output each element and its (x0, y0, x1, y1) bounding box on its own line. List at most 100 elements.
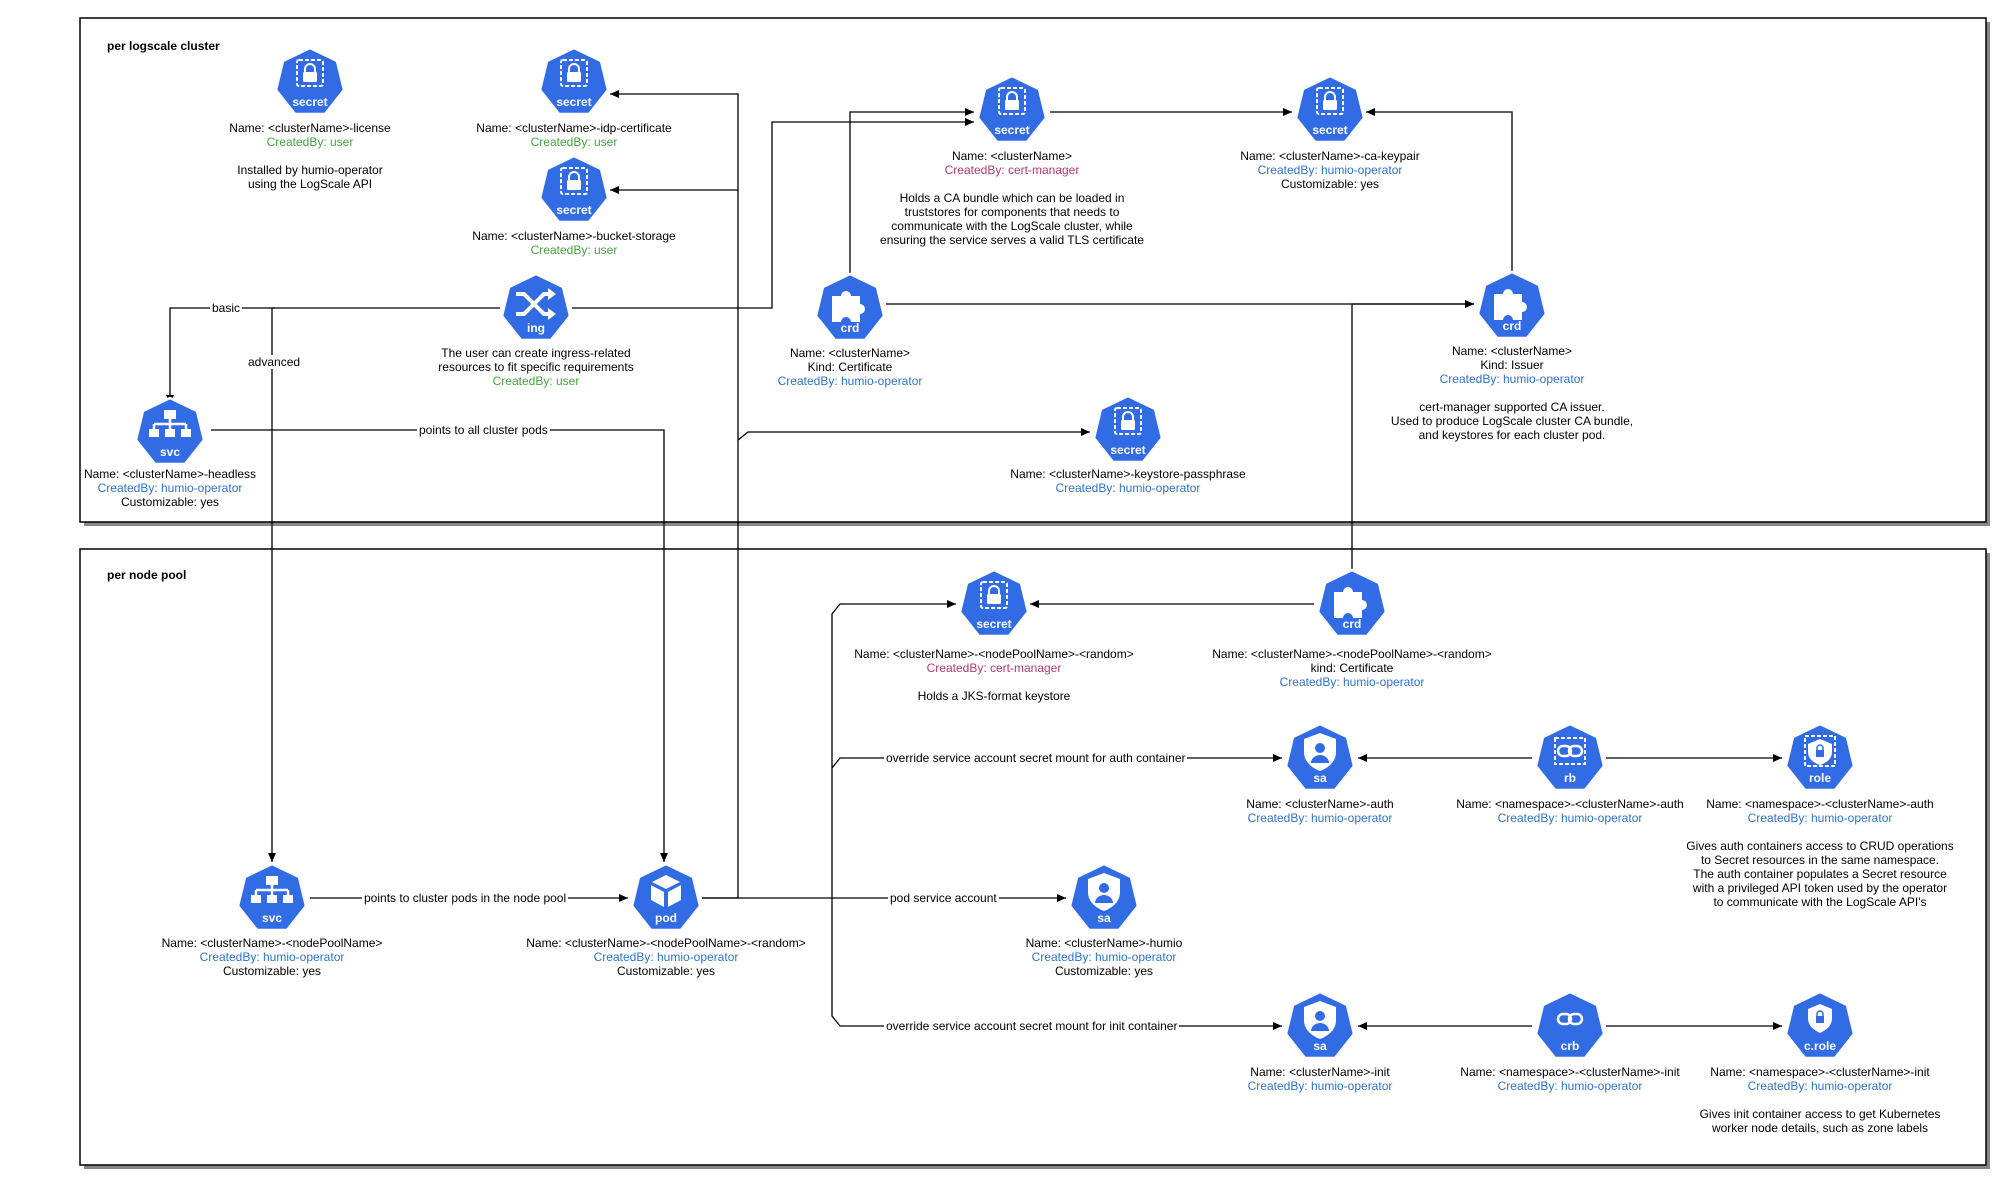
secret-icon (274, 46, 346, 116)
cluster-secret-caption: Name: <clusterName> CreatedBy: cert-mana… (862, 149, 1162, 177)
resource-name: Name: <clusterName>-keystore-passphrase (1010, 467, 1246, 481)
sa-humio-node[interactable]: sa (1068, 862, 1140, 934)
edge-ing-headless-svc (166, 307, 500, 404)
service-icon (134, 396, 206, 466)
node-kind-label: secret (1110, 443, 1146, 457)
sa-humio-caption: Name: <clusterName>-humio CreatedBy: hum… (954, 936, 1254, 978)
node-kind-label: svc (159, 445, 181, 459)
node-kind-label: sa (1097, 911, 1111, 925)
resource-name: Name: <clusterName>-bucket-storage (472, 229, 676, 243)
puzzle-icon (814, 272, 886, 342)
resource-name: Name: <clusterName> (951, 149, 1073, 163)
clusterrole-init-node[interactable]: c.role (1784, 990, 1856, 1062)
license-description: Installed by humio-operator using the Lo… (237, 163, 383, 191)
sa-init-node[interactable]: sa (1284, 990, 1356, 1062)
nodepool-panel (79, 548, 1987, 1166)
customizable: Customizable: yes (1280, 177, 1380, 191)
created-by: CreatedBy: humio-operator (1257, 163, 1403, 177)
role-icon (1784, 990, 1856, 1060)
pod-caption: Name: <clusterName>-<nodePoolName>-<rand… (516, 936, 816, 978)
secret-icon (538, 154, 610, 224)
created-by: CreatedBy: humio-operator (1747, 811, 1893, 825)
rolebinding-auth-node[interactable]: rb (1534, 722, 1606, 794)
resource-name: Name: <clusterName>-humio (1025, 936, 1183, 950)
node-kind-label: rb (1564, 771, 1576, 785)
resource-kind: kind: Certificate (1310, 661, 1394, 675)
resource-name: Name: <clusterName>-<nodePoolName>-<rand… (854, 647, 1134, 661)
created-by: CreatedBy: humio-operator (1031, 950, 1177, 964)
clusterrolebinding-init-node[interactable]: crb (1534, 990, 1606, 1062)
rb-auth-caption: Name: <namespace>-<clusterName>-auth Cre… (1420, 797, 1720, 825)
secret-icon (1092, 394, 1164, 464)
ingress-description: The user can create ingress-related reso… (376, 346, 696, 388)
sa-init-caption: Name: <clusterName>-init CreatedBy: humi… (1170, 1065, 1470, 1093)
edge-label-pod-sa: pod service account (888, 891, 999, 905)
resource-name: Name: <clusterName>-license (229, 121, 391, 135)
edge-ing-nodepool-svc (268, 307, 276, 862)
svc-headless-node[interactable]: svc (134, 396, 206, 468)
edge-certificate-cluster-secret (849, 108, 974, 276)
edge-pod-keystore-passphrase (737, 428, 1090, 441)
created-by: CreatedBy: humio-operator (1055, 481, 1201, 495)
secret-keystore-passphrase-node[interactable]: secret (1092, 394, 1164, 466)
secret-cluster-node[interactable]: secret (976, 74, 1048, 146)
edge-label-override-init: override service account secret mount fo… (884, 1019, 1180, 1033)
cluster-panel-title: per logscale cluster (107, 39, 220, 53)
resource-name: Name: <clusterName>-ca-keypair (1240, 149, 1420, 163)
node-kind-label: secret (976, 617, 1012, 631)
ingress-node[interactable]: ing (500, 272, 572, 344)
service-account-icon (1284, 990, 1356, 1060)
created-by: CreatedBy: humio-operator (777, 374, 923, 388)
customizable: Customizable: yes (120, 495, 220, 509)
resource-name: Name: <clusterName> (789, 346, 911, 360)
certificate-crd-caption: Name: <clusterName> Kind: Certificate Cr… (700, 346, 1000, 388)
role-auth-node[interactable]: role (1784, 722, 1856, 794)
nodepool-secret-caption: Name: <clusterName>-<nodePoolName>-<rand… (844, 647, 1144, 675)
customizable: Customizable: yes (1054, 964, 1154, 978)
sa-auth-node[interactable]: sa (1284, 722, 1356, 794)
crole-init-caption: Name: <namespace>-<clusterName>-init Cre… (1670, 1065, 1970, 1093)
created-by: CreatedBy: humio-operator (97, 481, 243, 495)
resource-name: Name: <clusterName>-init (1250, 1065, 1390, 1079)
crole-init-description: Gives init container access to get Kuber… (1699, 1107, 1941, 1135)
crd-nodepool-certificate-node[interactable]: crd (1316, 568, 1388, 640)
secret-bucket-storage-node[interactable]: secret (538, 154, 610, 226)
node-kind-label: svc (261, 911, 283, 925)
headless-svc-caption: Name: <clusterName>-headless CreatedBy: … (20, 467, 320, 509)
node-kind-label: pod (655, 911, 677, 925)
created-by: CreatedBy: user (530, 243, 618, 257)
svc-nodepool-node[interactable]: svc (236, 862, 308, 934)
pod-node[interactable]: pod (630, 862, 702, 934)
role-auth-caption: Name: <namespace>-<clusterName>-auth Cre… (1670, 797, 1970, 825)
puzzle-icon (1476, 270, 1548, 340)
node-kind-label: sa (1313, 771, 1327, 785)
nodepool-secret-description: Holds a JKS-format keystore (917, 689, 1071, 703)
resource-name: Name: <namespace>-<clusterName>-init (1710, 1065, 1930, 1079)
node-kind-label: secret (994, 123, 1030, 137)
crd-issuer-node[interactable]: crd (1476, 270, 1548, 342)
keystore-passphrase-caption: Name: <clusterName>-keystore-passphrase … (978, 467, 1278, 495)
service-account-icon (1068, 862, 1140, 932)
license-caption: Name: <clusterName>-license CreatedBy: u… (160, 121, 460, 149)
secret-idp-certificate-node[interactable]: secret (538, 46, 610, 118)
node-kind-label: ing (527, 321, 545, 335)
created-by: CreatedBy: humio-operator (1439, 372, 1585, 386)
resource-name: Name: <clusterName> (1451, 344, 1573, 358)
secret-license-node[interactable]: secret (274, 46, 346, 118)
secret-ca-keypair-node[interactable]: secret (1294, 74, 1366, 146)
secret-nodepool-node[interactable]: secret (958, 568, 1030, 640)
created-by: CreatedBy: cert-manager (926, 661, 1062, 675)
crd-certificate-node[interactable]: crd (814, 272, 886, 344)
created-by: CreatedBy: humio-operator (1747, 1079, 1893, 1093)
resource-name: Name: <namespace>-<clusterName>-auth (1706, 797, 1934, 811)
nodepool-svc-caption: Name: <clusterName>-<nodePoolName> Creat… (122, 936, 422, 978)
nodepool-panel-title: per node pool (107, 568, 187, 582)
node-kind-label: role (1808, 771, 1831, 785)
role-auth-description: Gives auth containers access to CRUD ope… (1686, 839, 1954, 909)
node-kind-label: secret (556, 203, 592, 217)
node-kind-label: crd (1342, 617, 1362, 631)
edge-label-points-nodepool: points to cluster pods in the node pool (362, 891, 569, 905)
customizable: Customizable: yes (616, 964, 716, 978)
resource-name: Name: <clusterName>-headless (83, 467, 257, 481)
